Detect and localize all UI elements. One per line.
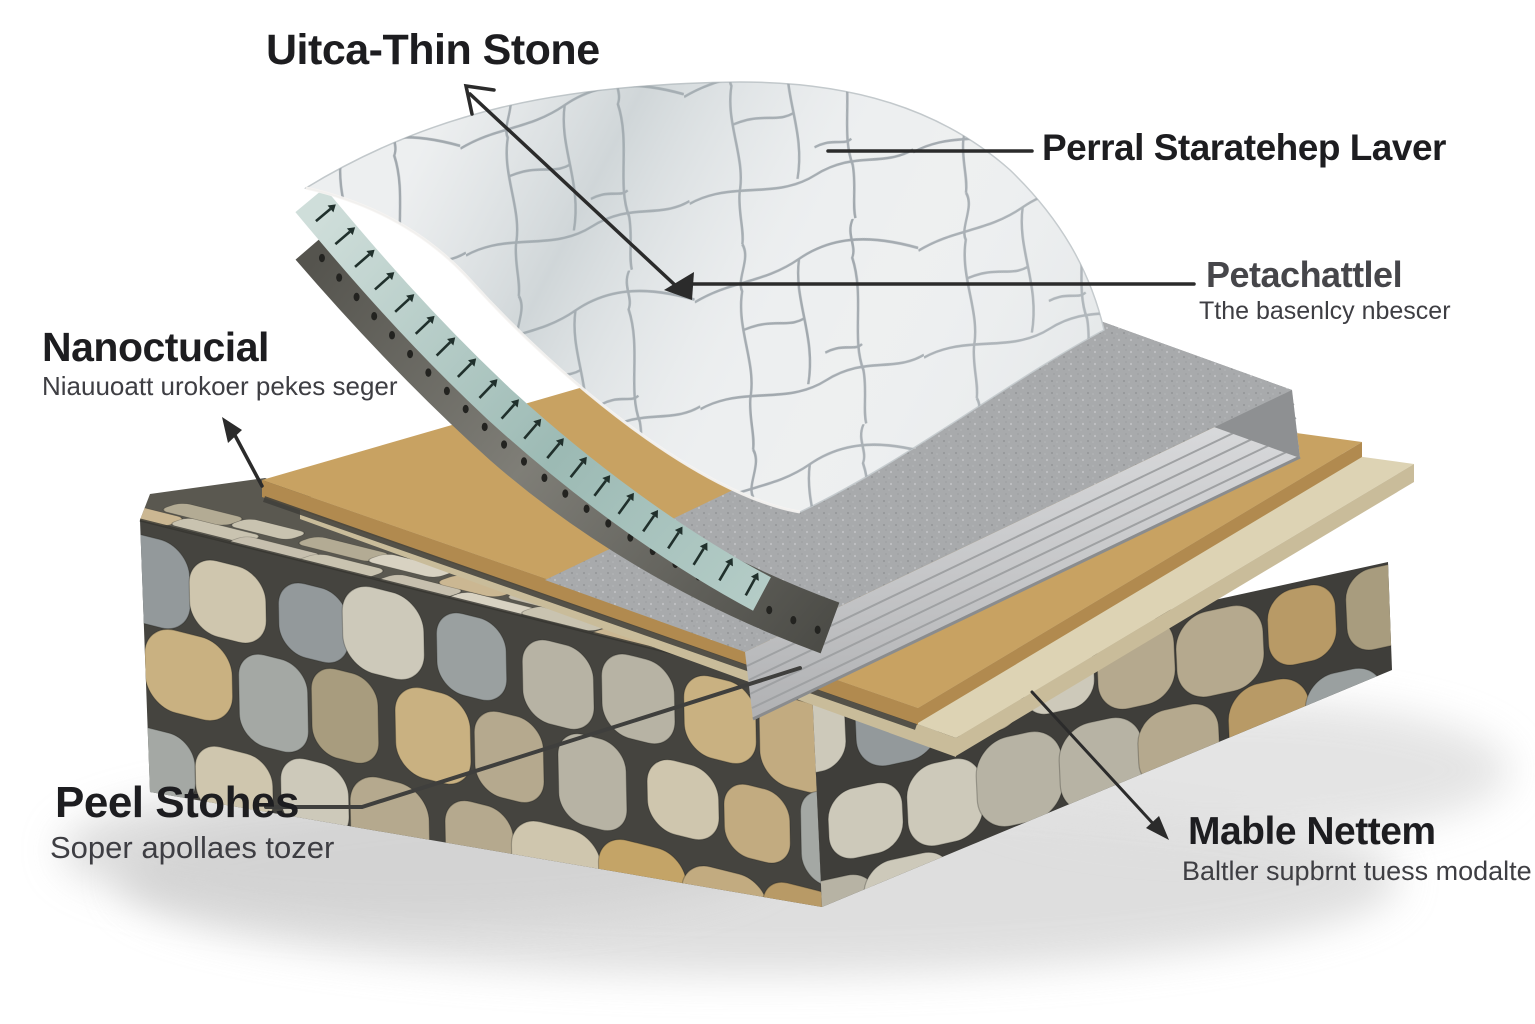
anchor-arrows (315, 204, 759, 597)
nano-arrowhead (222, 417, 242, 443)
title-arrowhead (463, 83, 496, 116)
label-nano-layer-subtitle: Niauuoatt urokoer pekes seger (42, 371, 398, 401)
marble-arrowhead (1146, 816, 1169, 840)
label-marble-system-subtitle: Baltler supbrnt tuess modalte (1182, 856, 1532, 886)
label-separation-layer: Perral Staratehep Laver (1042, 127, 1446, 168)
label-peel-stones: Peel Stohes (55, 778, 299, 827)
teal-adhesive-layer (295, 187, 771, 611)
label-peel-stones-subtitle: Soper apollaes tozer (50, 830, 335, 865)
label-detach-layer: Petachattlel (1206, 254, 1403, 295)
label-marble-system: Mable Nettem (1188, 810, 1436, 853)
diagram-title: Uitca-Thin Stone (266, 26, 600, 74)
peel-connector-line (264, 666, 802, 809)
marble-connector-line (1030, 690, 1160, 831)
label-detach-layer-subtitle: Tthe basenlcy nbescer (1199, 297, 1451, 325)
title-connector-line (468, 92, 678, 288)
annotation-connectors (222, 83, 1196, 840)
label-nano-layer: Nanoctucial (42, 324, 269, 370)
flexible-sheet (295, 81, 1105, 654)
detach-arrowhead (664, 272, 694, 300)
